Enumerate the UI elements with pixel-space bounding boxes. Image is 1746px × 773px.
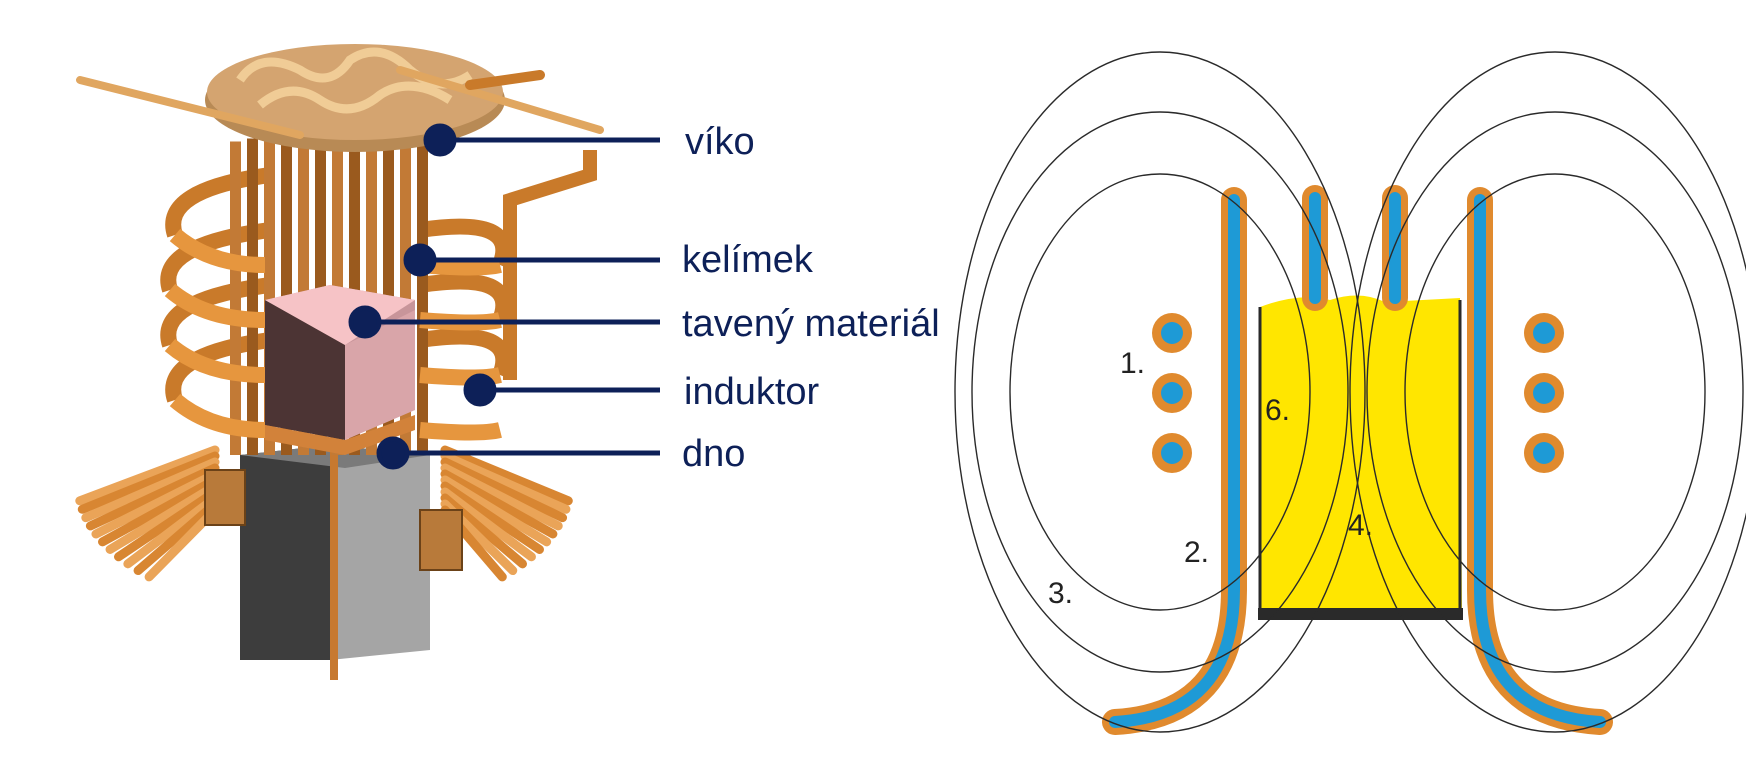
callout-lines	[348, 123, 660, 470]
cooling-pipe	[133, 499, 220, 576]
cooling-pipe	[81, 457, 220, 523]
cooling-pipe	[98, 475, 220, 547]
callout-inductor-label: induktor	[684, 371, 820, 413]
crucible-segment	[400, 138, 411, 455]
crucible-cross-section: 1. 2. 3. 4. 6.	[954, 51, 1746, 735]
crucible-walls	[1102, 185, 1613, 735]
cooling-pipe	[440, 451, 571, 514]
cooling-pipe	[440, 481, 544, 554]
inductor-turns	[1152, 313, 1564, 473]
cooling-pipe	[123, 493, 220, 569]
cooling-pipe	[440, 493, 528, 569]
crucible-segment	[281, 132, 292, 455]
callout-bottom-label: dno	[682, 433, 745, 475]
inductor-lead	[503, 150, 597, 380]
crucible-segment	[264, 135, 275, 455]
callout-melt-label: tavený materiál	[682, 303, 940, 345]
cooling-pipe	[75, 445, 220, 506]
bottom-base-block	[240, 430, 430, 680]
cooling-pipe	[440, 463, 563, 531]
label-1: 1.	[1120, 347, 1145, 380]
label-2: 2.	[1184, 536, 1209, 569]
crucible-3d-illustration: víko kelímek tavený materiál induktor dn…	[75, 44, 940, 680]
cooling-pipe	[114, 487, 220, 562]
cooling-pipe	[91, 469, 220, 539]
callout-crucible-label: kelímek	[682, 239, 814, 281]
lid-pipes	[76, 66, 604, 139]
cooling-pipe	[440, 469, 558, 539]
melt-block	[265, 285, 415, 455]
cooling-pipe	[440, 445, 573, 506]
crucible-segment	[247, 138, 258, 455]
crucible-segment	[417, 141, 428, 455]
cooling-pipe	[77, 451, 220, 514]
cooling-pipe	[440, 457, 568, 523]
lid-plate	[205, 44, 505, 152]
cooling-pipe	[85, 463, 220, 531]
crucible-segment	[383, 135, 394, 455]
label-6: 6.	[1265, 394, 1290, 427]
label-4: 4.	[1348, 509, 1373, 542]
magnetic-field-lines	[954, 51, 1746, 733]
label-3: 3.	[1048, 577, 1073, 610]
cooling-pipe	[440, 487, 536, 562]
bottom-plate	[1258, 608, 1463, 620]
cooling-pipe	[105, 481, 220, 554]
crucible-segment	[230, 141, 241, 455]
callout-lid-label: víko	[685, 121, 755, 163]
coil-terminal-blocks	[204, 469, 463, 571]
cooling-pipe	[440, 475, 552, 547]
